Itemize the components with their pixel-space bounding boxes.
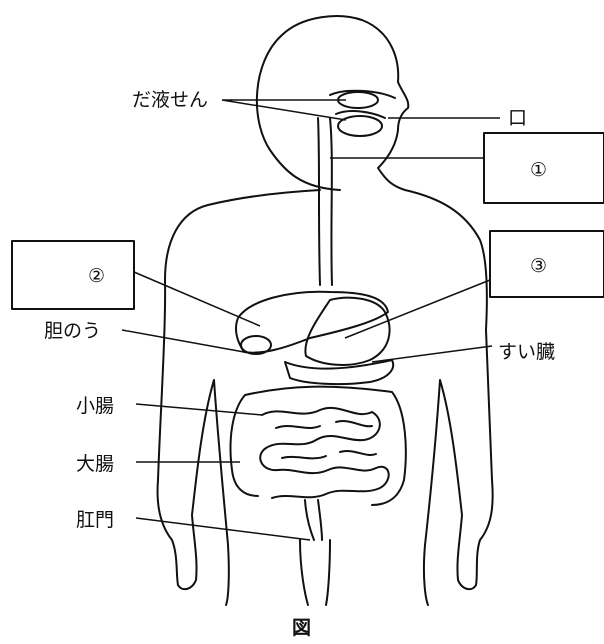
esophagus (318, 118, 332, 285)
label-anus: 肛門 (76, 509, 114, 531)
label-gallbladder: 胆のう (44, 320, 101, 342)
box-2-number: ② (88, 265, 105, 287)
gallbladder (241, 336, 271, 354)
rectum (305, 500, 322, 540)
box-3-number: ③ (530, 255, 547, 277)
liver (236, 292, 388, 353)
label-small-intestine: 小腸 (76, 395, 114, 417)
body-outline-left (158, 190, 320, 605)
label-pancreas: すい臓 (498, 341, 555, 363)
leg-inner (300, 540, 330, 605)
box-2 (12, 241, 134, 309)
stomach (305, 298, 389, 365)
figure-caption: 図 (292, 617, 311, 639)
small-intestine (260, 408, 388, 498)
label-mouth: 口 (508, 107, 527, 129)
label-large-intestine: 大腸 (76, 453, 114, 475)
label-salivary-gland: だ液せん (132, 89, 208, 111)
salivary-gland-lower (338, 116, 382, 136)
box-1-number: ① (530, 159, 547, 181)
pancreas (285, 360, 393, 384)
